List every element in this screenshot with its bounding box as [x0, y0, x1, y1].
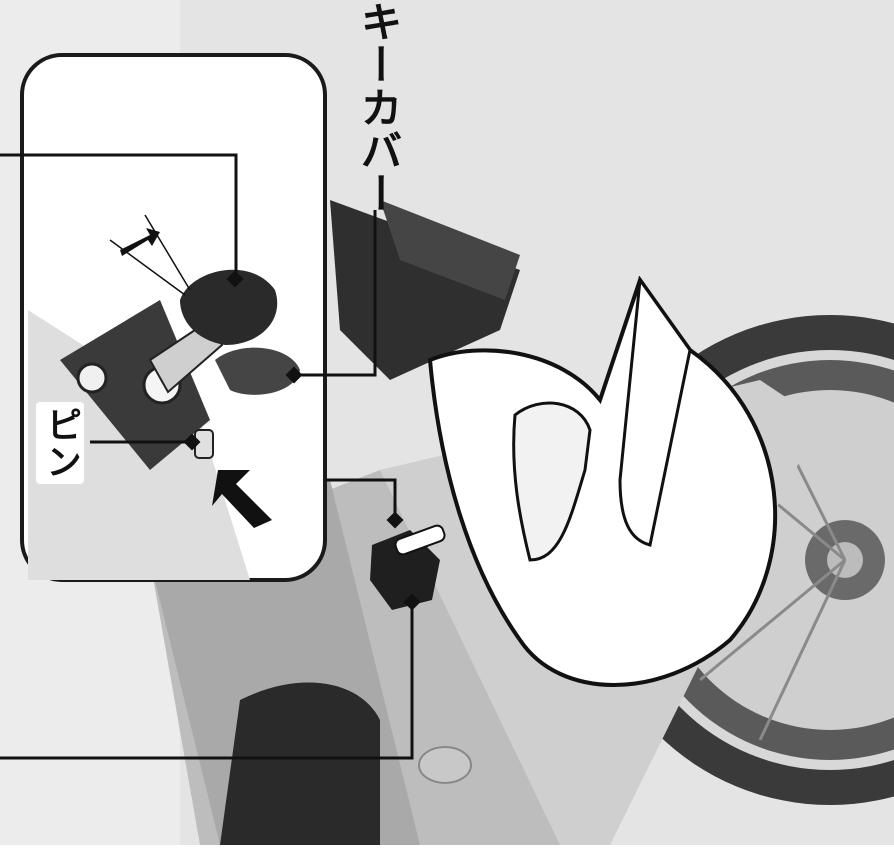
key-cover-part — [215, 347, 300, 395]
pin-label: ピン — [36, 402, 84, 484]
callout-holder — [0, 602, 414, 760]
key-blade — [148, 318, 224, 394]
curved-arrow-icon — [120, 228, 160, 256]
callout-inset-link — [325, 478, 397, 520]
lock-body — [60, 300, 210, 470]
key-head — [180, 269, 278, 345]
callout-key — [0, 153, 238, 280]
helmet-holder — [370, 524, 446, 610]
arrow-up-left-icon — [212, 470, 272, 528]
bolt-hole — [76, 362, 108, 394]
callout-key-cover — [293, 210, 377, 377]
callout-markers — [183, 270, 421, 611]
key-cover-label: キーカバー — [354, 0, 403, 215]
helmet — [427, 275, 777, 687]
inset-detail — [20, 53, 327, 582]
callout-lines — [0, 153, 414, 760]
